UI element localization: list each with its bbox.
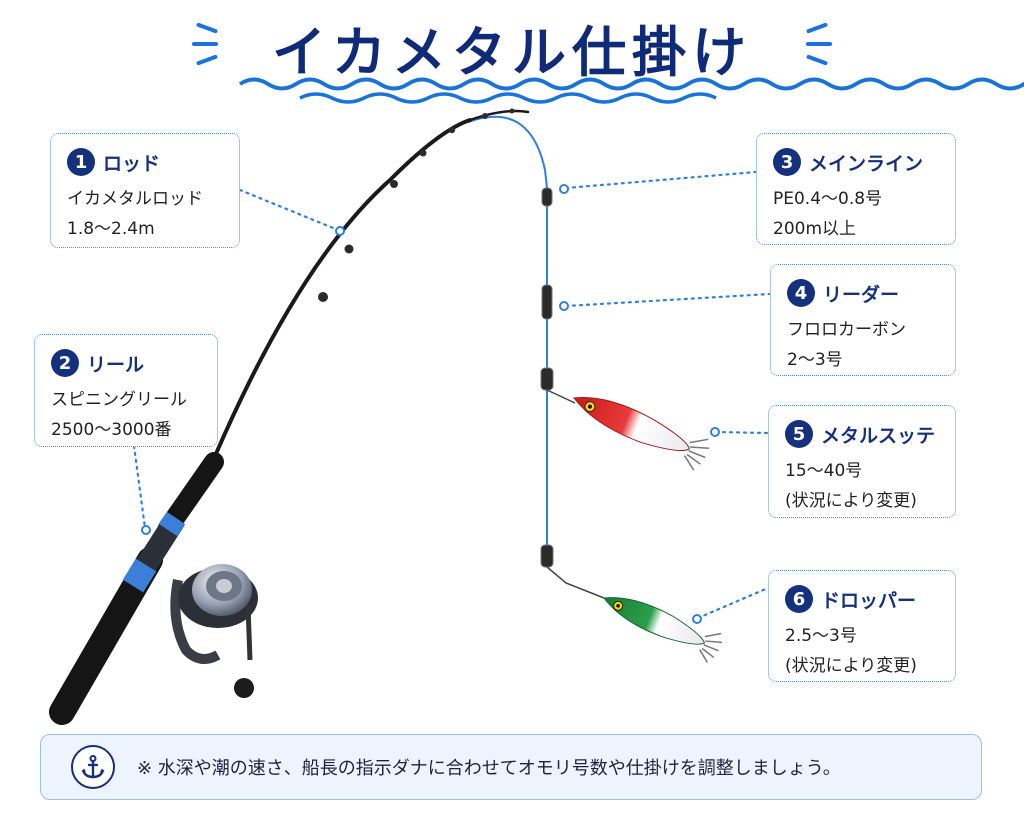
- callout-title: ドロッパー: [821, 589, 917, 612]
- fishing-rod: [213, 118, 472, 458]
- callout-line: 2〜3号: [787, 350, 843, 370]
- callout-main-line: 3 メインライン PE0.4〜0.8号 200m以上: [756, 133, 956, 245]
- callout-line: 2500〜3000番: [51, 420, 172, 440]
- number-badge: 6: [785, 585, 813, 613]
- number-badge: 2: [51, 349, 79, 377]
- title-banner: イカメタル仕掛け: [0, 0, 1024, 100]
- wave-line: [299, 92, 717, 104]
- leader-dots: [141, 184, 720, 624]
- callout-line: 2.5〜3号: [785, 626, 857, 646]
- callout-metal-sutte: 5 メタルスッテ 15〜40号 (状況により変更): [768, 405, 956, 518]
- branch-line: [546, 389, 576, 404]
- rod-tip: [468, 109, 530, 122]
- callout-reel: 2 リール スピニングリール 2500〜3000番: [34, 334, 218, 447]
- dropper-sutte: [603, 597, 723, 663]
- callout-dropper: 6 ドロッパー 2.5〜3号 (状況により変更): [768, 570, 956, 682]
- callout-title: リーダー: [823, 283, 900, 306]
- main-line: [467, 115, 548, 552]
- callout-line: (状況により変更): [785, 656, 917, 676]
- callout-leaders: [132, 170, 772, 620]
- footer-text: ※ 水深や潮の速さ、船長の指示ダナに合わせてオモリ号数や仕掛けを調整しましょう。: [137, 758, 841, 779]
- spinning-reel: [170, 564, 258, 698]
- branch-line: [546, 566, 605, 599]
- callout-rod: 1 ロッド イカメタルロッド 1.8〜2.4m: [50, 133, 240, 248]
- anchor-icon: [71, 745, 115, 789]
- callout-line: スピニングリール: [51, 390, 187, 410]
- title-decoration-right: [806, 42, 832, 46]
- rod-guides: [318, 108, 515, 302]
- number-badge: 3: [773, 148, 801, 176]
- metal-sutte: [573, 397, 710, 471]
- callout-line: 15〜40号: [785, 461, 863, 481]
- callout-title: メタルスッテ: [821, 424, 936, 447]
- callout-line: フロロカーボン: [787, 320, 906, 340]
- callout-line: 200m以上: [773, 219, 857, 239]
- callout-title: リール: [87, 353, 145, 376]
- callout-title: ロッド: [103, 152, 161, 175]
- title-decoration-left: [192, 42, 218, 46]
- callout-line: (状況により変更): [785, 491, 917, 511]
- page-title: イカメタル仕掛け: [272, 21, 752, 84]
- callout-line: 1.8〜2.4m: [67, 219, 155, 239]
- number-badge: 5: [785, 420, 813, 448]
- footer-note: ※ 水深や潮の速さ、船長の指示ダナに合わせてオモリ号数や仕掛けを調整しましょう。: [40, 734, 982, 800]
- callout-leader: 4 リーダー フロロカーボン 2〜3号: [770, 264, 956, 376]
- callout-title: メインライン: [809, 152, 924, 175]
- callout-line: PE0.4〜0.8号: [773, 189, 883, 209]
- number-badge: 4: [787, 279, 815, 307]
- rod-fore-grip: [158, 452, 224, 538]
- callout-line: イカメタルロッド: [67, 189, 203, 209]
- number-badge: 1: [67, 148, 95, 176]
- wave-line: [238, 77, 1024, 91]
